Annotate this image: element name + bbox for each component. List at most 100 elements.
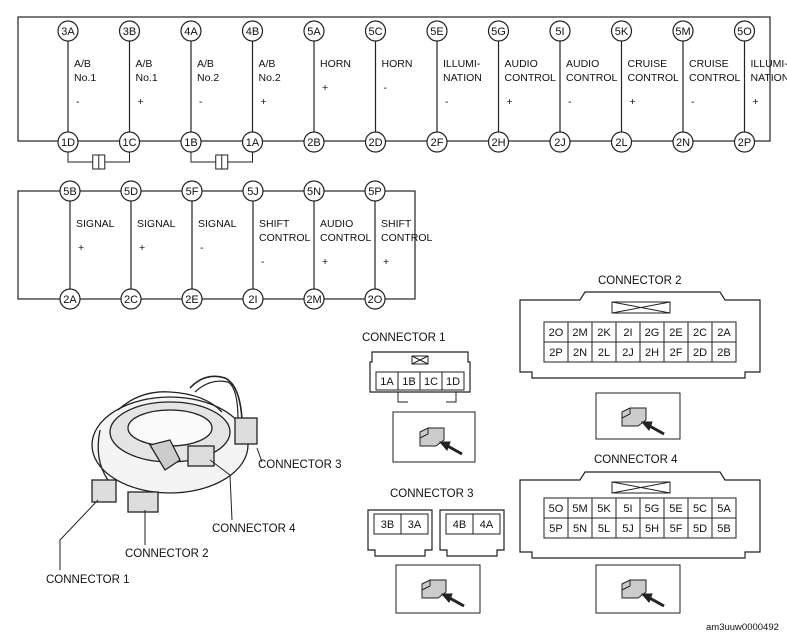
connector-2-title: CONNECTOR 2 <box>598 275 682 287</box>
top-circuit-pin-bottom: 2L <box>615 137 627 149</box>
shorting-bar-wire <box>227 152 253 163</box>
connector2-plug <box>127 491 159 513</box>
callout-connector-1: CONNECTOR 1 <box>46 574 130 586</box>
top-circuit-pin-circle <box>733 131 756 153</box>
top-circuit-sign: - <box>199 96 203 108</box>
top-circuit-pin-top: 3A <box>61 26 75 38</box>
top-circuit-label: No.1 <box>74 72 96 84</box>
connector-4-pin: 5N <box>573 523 587 535</box>
connector-2-pin: 2I <box>623 327 632 339</box>
connector-2-pin: 2J <box>622 347 634 359</box>
top-circuit-label: No.2 <box>259 72 281 84</box>
top-circuit-pin-top: 5K <box>615 26 629 38</box>
plug-arrow-icon <box>621 407 665 436</box>
connector-4-pin: 5M <box>572 503 587 515</box>
plug-arrow-icon <box>421 579 465 608</box>
top-circuit-pin-circle <box>733 20 756 42</box>
connector-4-pin: 5O <box>549 503 564 515</box>
bottom-circuit-pin-top: 5P <box>368 186 381 198</box>
connector-1-pin: 1B <box>402 376 415 388</box>
connector-4-pin: 5I <box>623 503 632 515</box>
connector-4-pin: 5E <box>669 503 682 515</box>
connector-2-pin: 2F <box>670 347 683 359</box>
top-circuit-pin-bottom: 1A <box>246 137 260 149</box>
connector-1-key-left <box>397 392 408 403</box>
top-circuit-pin-bottom: 2D <box>368 137 382 149</box>
connector-2-pin: 2K <box>597 327 611 339</box>
top-block-frame <box>17 16 771 142</box>
top-circuit-block: 3A1DA/BNo.1-3B1CA/BNo.1+4A1BA/BNo.2-4B1A… <box>17 16 787 170</box>
top-circuit-label: A/B <box>259 58 276 70</box>
bottom-circuit-pin-top: 5N <box>307 186 321 198</box>
connector-2-pin: 2E <box>669 327 682 339</box>
bottom-circuit-pin-bottom: 2C <box>124 294 138 306</box>
callout-connector-4: CONNECTOR 4 <box>212 523 296 535</box>
clock-spring-illustration <box>59 375 263 570</box>
connector-2-pin: 2C <box>693 327 707 339</box>
connector-3-right-housing <box>439 509 505 557</box>
connector-4-pin: 5P <box>549 523 562 535</box>
top-circuit-pin-circle <box>426 20 448 42</box>
connector-2-pin: 2B <box>717 347 730 359</box>
bottom-block-frame <box>17 190 416 300</box>
connector-3-right-pin: 4A <box>480 519 494 531</box>
connector-3-right-pin: 4B <box>453 519 466 531</box>
top-circuit-sign: + <box>753 96 759 108</box>
top-circuit-label: ILLUMI- <box>443 58 481 70</box>
shorting-bar-wire <box>67 152 93 163</box>
shorting-bar-wire <box>104 152 130 163</box>
bottom-circuit-label: SIGNAL <box>76 218 115 230</box>
connector-3-right-cell <box>472 513 501 535</box>
top-circuit-label: A/B <box>74 58 91 70</box>
connector-1-cell <box>441 371 465 391</box>
top-circuit-pin-top: 4B <box>246 26 259 38</box>
connector-4-pin: 5A <box>717 503 731 515</box>
bottom-circuit-pin-circle <box>242 180 264 202</box>
bottom-circuit-pin-circle <box>242 288 264 310</box>
connector-1-view-box <box>392 411 476 463</box>
top-circuit-label: CONTROL <box>505 72 556 84</box>
top-circuit-label: HORN <box>320 58 351 70</box>
bottom-circuit-pin-top: 5B <box>63 186 76 198</box>
callout-connector-3: CONNECTOR 3 <box>258 459 342 471</box>
top-circuit-pin-top: 5C <box>368 26 382 38</box>
top-circuit-pin-top: 5G <box>491 26 506 38</box>
bottom-circuit-pin-circle <box>303 288 325 310</box>
leader-connector-1 <box>59 499 99 570</box>
spring-clip <box>148 439 181 471</box>
bottom-circuit-sign: + <box>322 256 328 268</box>
top-circuit-label: NATION <box>443 72 482 84</box>
top-circuit-pin-circle <box>303 20 325 42</box>
top-circuit-pin-circle <box>487 131 510 153</box>
bottom-circuit-label: SIGNAL <box>137 218 176 230</box>
top-circuit-pin-circle <box>241 20 264 42</box>
top-circuit-label: NATION <box>751 72 787 84</box>
top-circuit-sign: - <box>568 96 572 108</box>
bottom-circuit-pin-circle <box>364 180 386 202</box>
bottom-circuit-label: CONTROL <box>381 232 432 244</box>
connector-2-pin: 2G <box>645 327 660 339</box>
connector4-plug <box>187 445 215 467</box>
connector1-plug <box>91 479 117 503</box>
top-circuit-pin-top: 3B <box>123 26 136 38</box>
connector-4-view-box <box>595 564 681 614</box>
bottom-circuit-pin-circle <box>120 288 142 310</box>
connector-4-pin: 5K <box>597 503 611 515</box>
bottom-circuit-pin-circle <box>181 180 203 202</box>
bottom-circuit-sign: - <box>261 256 265 268</box>
connector-1-pin: 1C <box>424 376 438 388</box>
top-circuit-pin-circle <box>610 20 633 42</box>
top-circuit-pin-top: 5A <box>307 26 321 38</box>
bottom-circuit-pin-circle <box>59 288 81 310</box>
top-circuit-label: HORN <box>382 58 413 70</box>
bottom-circuit-sign: + <box>78 242 84 254</box>
connector-2-cell <box>711 341 737 363</box>
connector-3-view-box <box>395 564 481 614</box>
bottom-circuit-pin-bottom: 2O <box>368 294 383 306</box>
plug-arrow-icon <box>419 427 463 456</box>
bottom-circuit-pin-bottom: 2E <box>185 294 198 306</box>
bottom-circuit-pin-top: 5J <box>247 186 259 198</box>
bottom-circuit-label: CONTROL <box>320 232 371 244</box>
top-circuit-pin-bottom: 2P <box>738 137 751 149</box>
